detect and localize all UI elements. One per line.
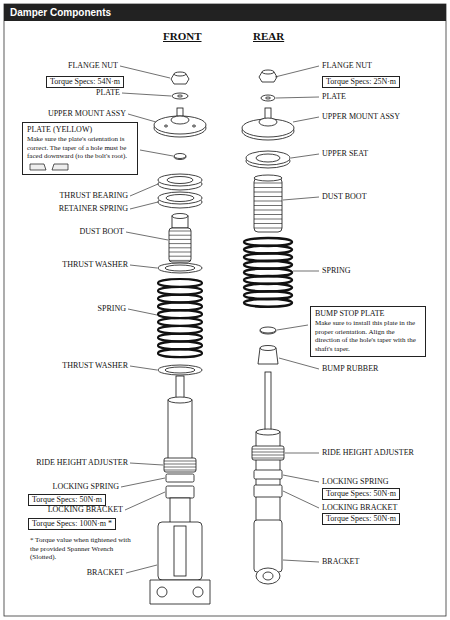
part-label: RETAINER SPRING <box>6 204 128 214</box>
part-label: LOCKING SPRING <box>322 477 388 487</box>
part-label: DUST BOOT <box>6 227 124 237</box>
title-bar: Damper Components <box>4 4 446 21</box>
part-label: BUMP RUBBER <box>322 364 378 374</box>
part-label: UPPER MOUNT ASSY <box>6 109 126 119</box>
section-heading: FRONT <box>163 30 202 43</box>
box-heading: Torque Specs: 50N·m <box>326 514 396 524</box>
part-label: DUST BOOT <box>322 192 367 202</box>
box-heading: Torque Specs: 100N·m * <box>32 519 112 529</box>
part-label: UPPER MOUNT ASSY <box>322 112 400 122</box>
torque-spec-box: Torque Specs: 25N·m <box>322 76 400 88</box>
torque-spec-box: Torque Specs: 100N·m * <box>28 518 116 530</box>
part-label: BRACKET <box>322 557 359 567</box>
part-label: PLATE <box>6 88 120 98</box>
torque-spec-box: Torque Specs: 50N·m <box>322 513 400 525</box>
box-heading: BUMP STOP PLATE <box>315 309 421 319</box>
part-label: LOCKING SPRING <box>6 482 119 492</box>
box-heading: Torque Specs: 25N·m <box>326 77 396 87</box>
part-label: FLANGE NUT <box>6 61 118 71</box>
box-heading: Torque Specs: 54N·m <box>50 77 120 87</box>
part-label: LOCKING BRACKET <box>322 503 397 513</box>
torque-spec-box: Torque Specs: 54N·m <box>46 76 124 88</box>
box-heading: Torque Specs: 50N·m <box>32 495 102 505</box>
section-heading: REAR <box>253 30 284 43</box>
box-heading: PLATE (YELLOW) <box>27 125 133 135</box>
torque-spec-box: Torque Specs: 50N·m <box>28 494 106 506</box>
part-label: THRUST WASHER <box>6 260 128 270</box>
box-heading: Torque Specs: 50N·m <box>326 489 396 499</box>
part-label: RIDE HEIGHT ADJUSTER <box>6 458 128 468</box>
leader-lines <box>120 66 319 573</box>
note-box: PLATE (YELLOW)Make sure the plate's orie… <box>22 122 138 175</box>
box-body: Make sure the plate's orientation is cor… <box>27 135 133 161</box>
part-label: RIDE HEIGHT ADJUSTER <box>322 448 414 458</box>
part-label: SPRING <box>6 304 126 314</box>
part-label: UPPER SEAT <box>322 149 368 159</box>
torque-spec-box: Torque Specs: 50N·m <box>322 488 400 500</box>
part-label: PLATE <box>322 92 346 102</box>
part-label: SPRING <box>322 266 350 276</box>
part-label: BRACKET <box>6 568 124 578</box>
note-box: BUMP STOP PLATEMake sure to install this… <box>310 306 426 357</box>
part-label: THRUST BEARING <box>6 191 128 201</box>
plate-section-icon <box>29 162 69 172</box>
part-label: LOCKING BRACKET <box>6 505 123 515</box>
box-body: Make sure to install this plate in the p… <box>315 319 421 353</box>
footnote: * Torque value when tightened with the p… <box>30 536 134 562</box>
part-label: FLANGE NUT <box>322 61 372 71</box>
part-label: THRUST WASHER <box>6 361 128 371</box>
